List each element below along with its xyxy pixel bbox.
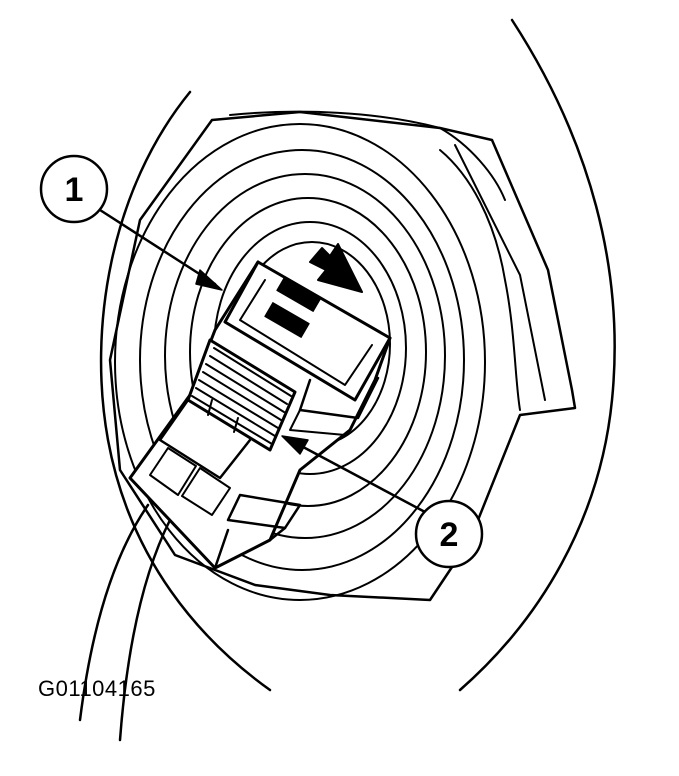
callout-label: 1 xyxy=(65,171,84,209)
leader-line-2 xyxy=(281,435,427,514)
electrical-connector xyxy=(128,260,392,570)
hex-nut-face-edge xyxy=(454,144,546,401)
ring-2 xyxy=(139,149,465,571)
connector-bottom-edge xyxy=(213,526,287,570)
direction-arrow xyxy=(309,243,363,293)
latch-slot-2 xyxy=(264,302,310,338)
outer-shell-arc-left xyxy=(99,90,272,692)
latch-slot-1 xyxy=(276,276,322,312)
hex-nut-bevel-right xyxy=(439,149,521,411)
connector-top-face-inner xyxy=(239,279,373,386)
callout-1: 1 xyxy=(39,154,109,224)
outer-shell-arc-right xyxy=(458,18,616,692)
connector-pin-1 xyxy=(207,399,213,416)
figure-id: G01104165 xyxy=(38,676,156,701)
connector-pin-2 xyxy=(233,417,239,433)
connector-side-window-1 xyxy=(149,447,197,496)
callout-2: 2 xyxy=(414,499,484,569)
leader-line-1 xyxy=(98,208,223,291)
connector-side-step xyxy=(158,398,252,480)
ring-4 xyxy=(189,197,427,507)
connector-side-window-2 xyxy=(181,467,231,516)
harness-wire-2 xyxy=(118,518,172,742)
hex-nut-bevel-top xyxy=(229,110,506,201)
connector-top-face xyxy=(223,260,392,402)
ring-3 xyxy=(164,173,446,539)
harness-wire-1 xyxy=(78,503,150,722)
ring-1 xyxy=(114,123,486,601)
connector-front-ledge-2 xyxy=(289,409,346,436)
connector-front-ledge xyxy=(298,376,380,420)
callout-label: 2 xyxy=(440,516,459,554)
locking-tab xyxy=(186,338,297,452)
